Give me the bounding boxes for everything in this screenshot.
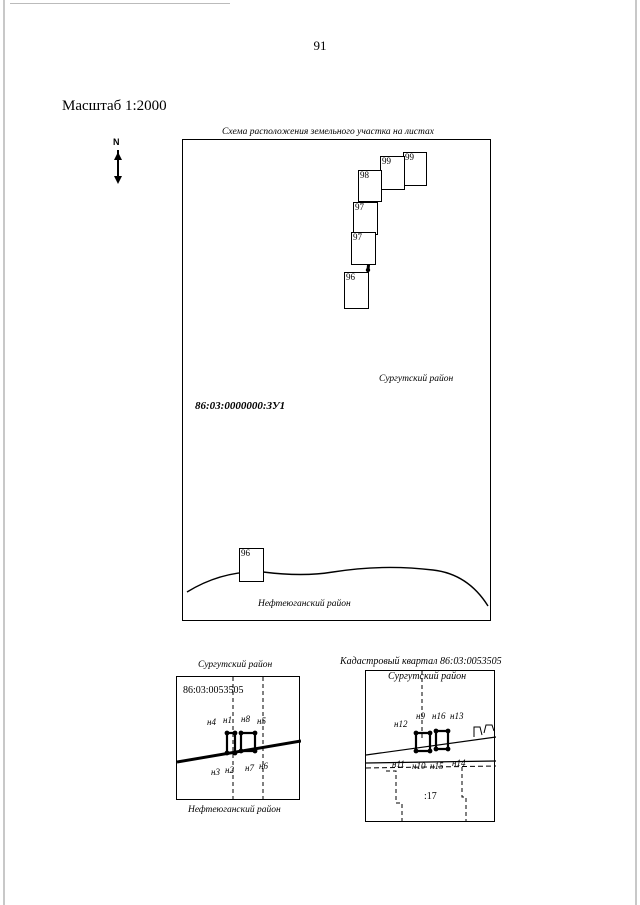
point-label: н3: [211, 767, 220, 777]
sheet-label: 97: [353, 232, 362, 242]
point-label: н14: [452, 758, 466, 768]
parcel-label: :17: [424, 791, 437, 802]
sheet-97-lower: 97: [351, 232, 376, 265]
cadastral-label: 86:03:0000000:ЗУ1: [195, 400, 286, 412]
point-label: н6: [259, 761, 268, 771]
point-label: н2: [225, 765, 234, 775]
point-label: н12: [394, 719, 408, 729]
sheet-label: 98: [360, 170, 369, 180]
north-arrow-stem: [117, 150, 119, 180]
page-number: 91: [313, 38, 327, 53]
scan-edge-left: [3, 0, 5, 905]
inset-right-title: Кадастровый квартал 86:03:0053505: [340, 656, 502, 667]
inset-right: Сургутский район н12 н9 н16 н13 н11 н10 …: [365, 670, 496, 822]
sheet-96-upper: 96: [344, 272, 369, 309]
district-label-nefteyugansk: Нефтеюганский район: [258, 599, 351, 609]
point-label: н15: [430, 761, 444, 771]
point-label: н5: [257, 716, 266, 726]
north-arrow-icon: N: [110, 137, 124, 186]
point-label: н10: [412, 761, 426, 771]
inset-right-lines: [366, 671, 496, 821]
point-label: н7: [245, 763, 254, 773]
main-map-caption: Схема расположения земельного участка на…: [222, 127, 434, 137]
point-label: н13: [450, 711, 464, 721]
district-label-surgut: Сургутский район: [379, 374, 454, 384]
inset-left-bottom-caption: Нефтеюганский район: [188, 805, 281, 815]
sheet-97-upper: 97: [353, 202, 378, 235]
sheet-98: 98: [358, 170, 382, 202]
north-arrow-heads: [114, 152, 122, 184]
scan-edge-top: [10, 3, 230, 4]
sheet-99-left: 99: [380, 156, 405, 190]
point-label: н1: [223, 715, 232, 725]
inset-left-lines: [177, 677, 301, 801]
point-label: н9: [416, 711, 425, 721]
scale-label: Масштаб 1:2000: [62, 98, 167, 114]
point-label: н4: [207, 717, 216, 727]
inset-right-district: Сургутский район: [388, 671, 467, 682]
point-label: н16: [432, 711, 446, 721]
main-map: 99 99 98 97 97 96 96 Сургутский район 86…: [182, 139, 491, 621]
north-letter: N: [113, 137, 120, 147]
sheet-99-right: 99: [403, 152, 427, 186]
sheet-label: 97: [355, 202, 364, 212]
sheet-label: 99: [405, 152, 414, 162]
sheet-96-lower: 96: [239, 548, 264, 582]
inset-left-title: Сургутский район: [198, 660, 273, 670]
point-label: н11: [392, 759, 405, 769]
inset-left: 86:03:0053505 н4 н1 н8 н5 н3 н2 н7 н6: [176, 676, 301, 801]
sheet-label: 99: [382, 156, 391, 166]
scan-edge-right: [635, 0, 637, 905]
sheet-label: 96: [241, 548, 250, 558]
sheet-label: 96: [346, 272, 355, 282]
inset-left-cadastral: 86:03:0053505: [183, 685, 244, 696]
point-label: н8: [241, 714, 250, 724]
